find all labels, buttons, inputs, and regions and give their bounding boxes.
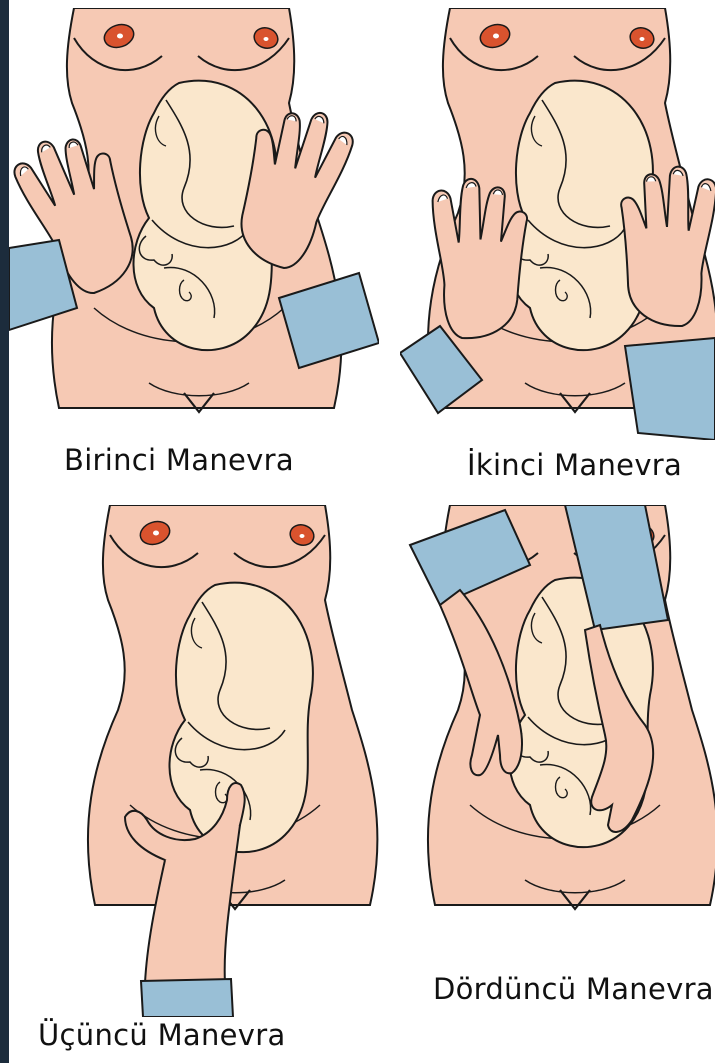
third-maneuver-drawing [55,505,385,1017]
right-sleeve [625,338,715,440]
maneuver-2-illustration [400,8,715,440]
sleeve [141,979,233,1017]
second-maneuver-drawing [400,8,715,440]
maneuver-3-illustration [55,505,385,1017]
first-maneuver-drawing [9,8,379,423]
caption-fourth-maneuver: Dördüncü Manevra [433,972,714,1006]
maneuver-4-illustration [400,505,715,950]
maneuver-1-illustration [9,8,379,423]
caption-first-maneuver: Birinci Manevra [64,443,294,477]
fourth-maneuver-drawing [400,505,715,950]
caption-third-maneuver: Üçüncü Manevra [38,1018,286,1052]
left-frame-bar [0,0,9,1063]
caption-second-maneuver: İkinci Manevra [467,448,682,482]
